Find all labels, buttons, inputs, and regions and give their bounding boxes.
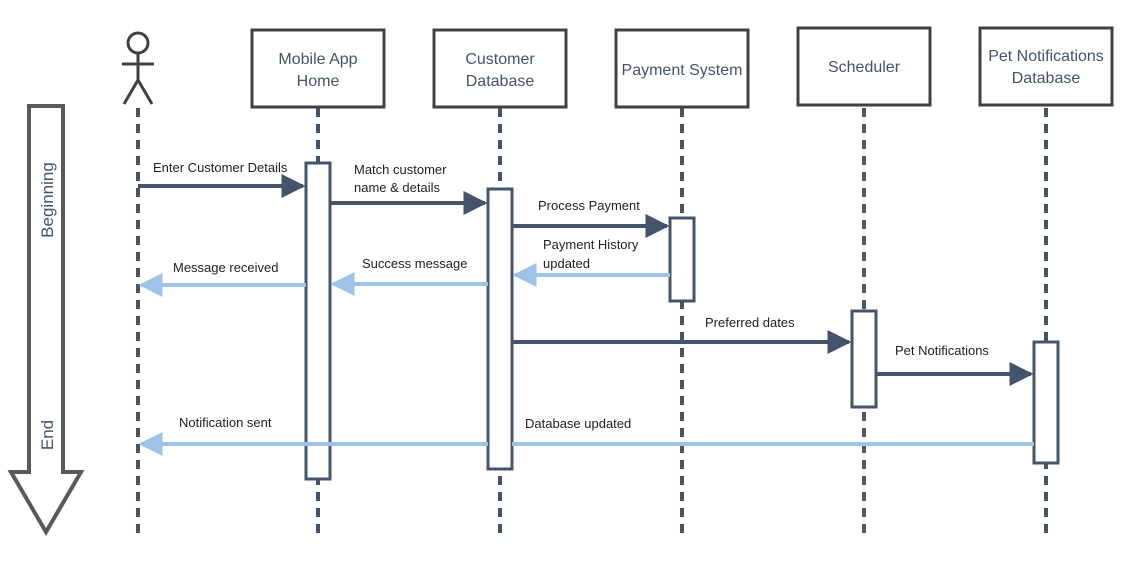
participant-pet-notifications-db-line1: Pet Notifications (988, 48, 1104, 65)
participant-pet-notifications-db-line2: Database (1012, 70, 1081, 87)
participant-customer-database-line1: Customer (465, 51, 535, 68)
message-pet-notifications: Pet Notifications (876, 343, 1034, 386)
message-database-updated: Database updated (512, 416, 1034, 446)
participant-scheduler: Scheduler (796, 26, 932, 107)
message-enter-customer-details: Enter Customer Details (138, 160, 306, 198)
participant-mobile-app-line1: Mobile App (278, 51, 357, 68)
activation-payment-system (668, 216, 696, 303)
message-label-line1: Payment History (543, 237, 639, 252)
participant-customer-database-line2: Database (466, 73, 535, 90)
message-preferred-dates: Preferred dates (512, 315, 852, 354)
message-process-payment: Process Payment (512, 198, 670, 238)
message-label: Notification sent (179, 415, 272, 430)
activation-bars (304, 161, 1060, 481)
activation-mobile-app (304, 161, 332, 481)
activation-scheduler (850, 309, 878, 409)
activation-pet-notifications-db (1032, 340, 1060, 465)
participant-mobile-app-line2: Home (297, 73, 340, 90)
participant-payment-system: Payment System (614, 28, 750, 109)
timeline-end-label: End (38, 420, 57, 450)
message-label: Enter Customer Details (153, 160, 288, 175)
message-label-line2: name & details (354, 180, 440, 195)
message-label-line1: Match customer (354, 162, 447, 177)
message-notification-sent: Notification sent (138, 415, 488, 456)
timeline-start-label: Beginning (38, 162, 57, 238)
message-label: Database updated (525, 416, 631, 431)
message-label: Pet Notifications (895, 343, 989, 358)
participant-payment-system-label: Payment System (622, 62, 743, 79)
message-label: Message received (173, 260, 279, 275)
message-success: Success message (330, 256, 488, 296)
participant-customer-database: Customer Database (432, 28, 568, 109)
activation-customer-database (486, 187, 514, 471)
message-received: Message received (138, 260, 306, 297)
participant-scheduler-label: Scheduler (828, 59, 901, 76)
stick-figure-icon (122, 31, 154, 105)
message-label: Preferred dates (705, 315, 795, 330)
message-label-line2: updated (543, 256, 590, 271)
message-match-customer: Match customer name & details (330, 162, 488, 215)
participant-pet-notifications-db: Pet Notifications Database (978, 26, 1114, 107)
message-label: Process Payment (538, 198, 640, 213)
message-label: Success message (362, 256, 468, 271)
message-payment-history-updated: Payment History updated (512, 237, 670, 287)
participant-mobile-app: Mobile App Home (250, 28, 386, 109)
timeline-arrow: Beginning End (7, 104, 85, 536)
